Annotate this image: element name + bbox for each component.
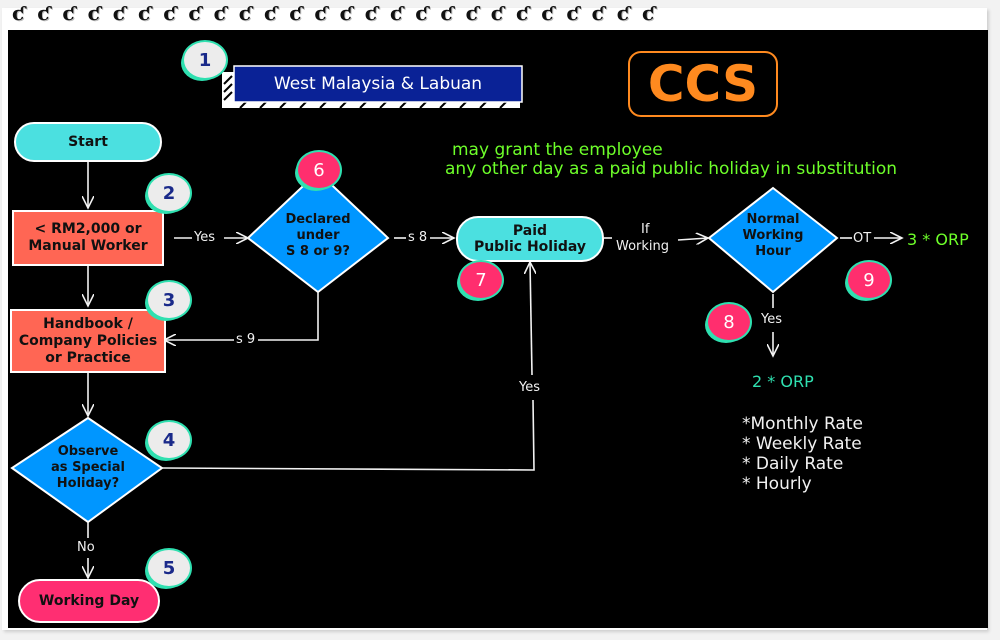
paid-holiday-label-1: Paid bbox=[512, 223, 548, 239]
spiral-ring-icon: ƈ bbox=[465, 1, 478, 25]
handbook-label-1: Handbook / bbox=[43, 315, 133, 332]
observe-label-3: Holiday? bbox=[56, 476, 120, 491]
spiral-ring-icon: ƈ bbox=[213, 1, 226, 25]
spiral-ring-icon: ƈ bbox=[440, 1, 453, 25]
spiral-ring-icon: ƈ bbox=[188, 1, 201, 25]
edge-label-if: If bbox=[641, 222, 650, 237]
spiral-ring-icon: ƈ bbox=[541, 1, 554, 25]
brand-logo: CCS bbox=[647, 55, 759, 113]
step-badge-6: 6 bbox=[298, 152, 340, 188]
substitution-note-line1: may grant the employee bbox=[452, 140, 663, 160]
spiral-ring-icon: ƈ bbox=[490, 1, 503, 25]
spiral-ring-icon: ƈ bbox=[415, 1, 428, 25]
spiral-ring-icon: ƈ bbox=[642, 1, 655, 25]
region-title: West Malaysia & Labuan bbox=[273, 74, 483, 94]
title-banner bbox=[233, 65, 523, 103]
edge-label-no: No bbox=[77, 540, 95, 555]
spiral-ring-icon: ƈ bbox=[566, 1, 579, 25]
edge-observe-paid-arrow bbox=[530, 262, 532, 376]
handbook-label-3: or Practice bbox=[45, 349, 131, 366]
spiral-ring-icon: ƈ bbox=[12, 1, 25, 25]
step-badge-2: 2 bbox=[148, 175, 190, 211]
edge-observe-paid bbox=[161, 399, 535, 471]
normal-hour-diamond bbox=[707, 186, 839, 294]
step-badge-9: 9 bbox=[848, 262, 890, 298]
step-badge-3: 3 bbox=[148, 282, 190, 318]
step-badge-8: 8 bbox=[708, 304, 750, 340]
working-day-label: Working Day bbox=[38, 593, 140, 609]
spiral-ring-icon: ƈ bbox=[591, 1, 604, 25]
chalkboard bbox=[8, 30, 988, 628]
spiral-ring-icon: ƈ bbox=[289, 1, 302, 25]
observe-text: Observe as Special Holiday? bbox=[34, 444, 142, 492]
step-badge-4: 4 bbox=[148, 422, 190, 458]
edge-label-working: Working bbox=[616, 239, 670, 254]
substitution-note-line2: any other day as a paid public holiday i… bbox=[445, 159, 898, 179]
spiral-ring-icon: ƈ bbox=[163, 1, 176, 25]
edge-label-s9: s 9 bbox=[236, 332, 256, 347]
orp-list: *Monthly Rate * Weekly Rate * Daily Rate… bbox=[742, 414, 863, 494]
spiral-ring-icon: ƈ bbox=[87, 1, 100, 25]
orp-item: *Monthly Rate bbox=[742, 414, 863, 434]
normal-rate: 2 * ORP bbox=[752, 372, 814, 391]
handbook-label-2: Company Policies bbox=[18, 332, 158, 349]
normal-hour-label-2: Working bbox=[742, 228, 804, 243]
observe-label-2: as Special bbox=[51, 460, 125, 475]
spiral-ring-icon: ƈ bbox=[264, 1, 277, 25]
spiral-ring-icon: ƈ bbox=[138, 1, 151, 25]
edge-label-yes-threshold: Yes bbox=[194, 230, 215, 245]
declared-label-1: Declared bbox=[285, 212, 351, 227]
spiral-ring-icon: ƈ bbox=[112, 1, 125, 25]
title-banner-hatch bbox=[223, 75, 507, 109]
declared-label-2: under bbox=[296, 228, 340, 243]
normal-hour-text: Normal Working Hour bbox=[728, 212, 818, 260]
orp-item: * Daily Rate bbox=[742, 454, 844, 474]
edge-label-yes-observe: Yes bbox=[519, 380, 540, 395]
start-node: Start bbox=[14, 122, 162, 162]
step-badge-1: 1 bbox=[184, 42, 226, 78]
spiral-ring-icon: ƈ bbox=[390, 1, 403, 25]
brand-box bbox=[628, 51, 778, 117]
normal-hour-label-3: Hour bbox=[755, 244, 791, 259]
declared-label-3: S 8 or 9? bbox=[286, 244, 350, 259]
working-day-node: Working Day bbox=[18, 579, 160, 623]
edge-label-ot: OT bbox=[853, 231, 872, 246]
spiral-ring-icon: ƈ bbox=[364, 1, 377, 25]
handbook-node: Handbook / Company Policies or Practice bbox=[10, 309, 166, 373]
step-badge-7: 7 bbox=[460, 262, 502, 298]
declared-text: Declared under S 8 or 9? bbox=[268, 212, 368, 260]
spiral-ring-icon: ƈ bbox=[62, 1, 75, 25]
normal-hour-label-1: Normal bbox=[746, 212, 800, 227]
edge-label-yes-normal: Yes bbox=[761, 312, 782, 327]
paid-holiday-node: Paid Public Holiday bbox=[456, 216, 604, 262]
threshold-label-2: Manual Worker bbox=[28, 238, 148, 254]
observe-label-1: Observe bbox=[57, 444, 119, 459]
threshold-node: < RM2,000 or Manual Worker bbox=[12, 210, 164, 266]
orp-item: * Hourly bbox=[742, 474, 812, 494]
threshold-label-1: < RM2,000 or bbox=[34, 221, 142, 237]
spiral-ring-icon: ƈ bbox=[339, 1, 352, 25]
edge-label-s8: s 8 bbox=[408, 230, 428, 245]
spiral-ring-icon: ƈ bbox=[37, 1, 50, 25]
spiral-ring-icon: ƈ bbox=[314, 1, 327, 25]
edge-declared-handbook bbox=[258, 292, 319, 341]
step-badge-5: 5 bbox=[148, 550, 190, 586]
ot-rate: 3 * ORP bbox=[907, 230, 969, 249]
start-label: Start bbox=[68, 134, 108, 150]
spiral-ring-icon: ƈ bbox=[238, 1, 251, 25]
orp-item: * Weekly Rate bbox=[742, 434, 862, 454]
edge-paid-normal-b bbox=[677, 238, 708, 240]
paid-holiday-label-2: Public Holiday bbox=[473, 239, 587, 255]
spiral-ring-icon: ƈ bbox=[616, 1, 629, 25]
spiral-ring-icon: ƈ bbox=[516, 1, 529, 25]
